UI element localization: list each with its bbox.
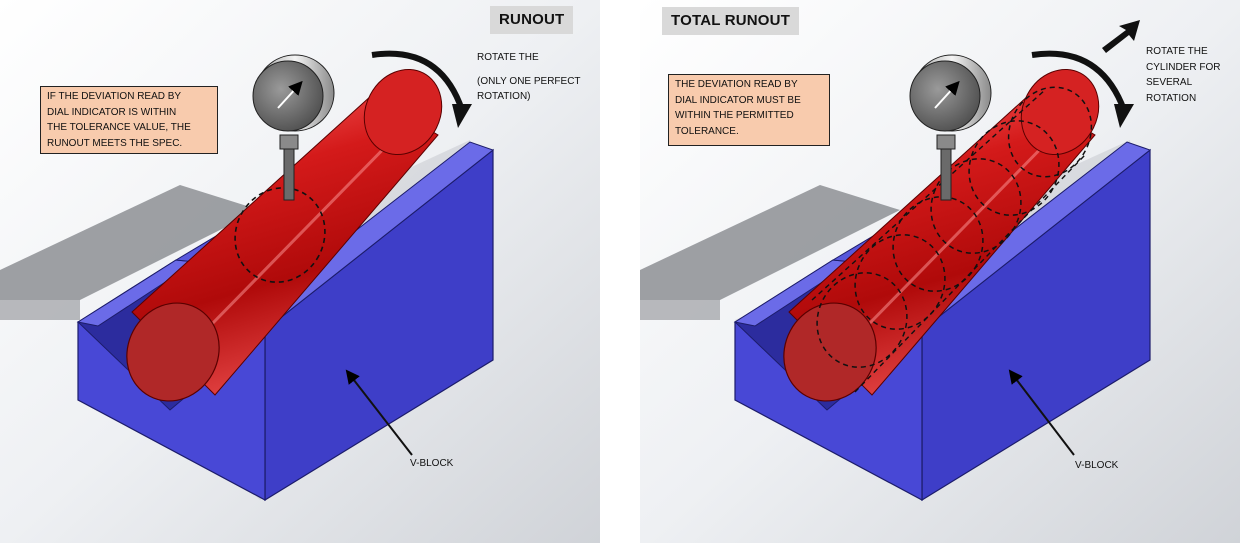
note-line: WITHIN THE PERMITTED: [675, 110, 794, 121]
note-line: THE TOLERANCE VALUE, THE: [47, 122, 191, 133]
note-box: THE DEVIATION READ BY DIAL INDICATOR MUS…: [668, 74, 830, 146]
curved-rotation-arrow-icon: [371, 50, 472, 128]
rotate-line: CYLINDER FOR: [1146, 61, 1221, 73]
shadow: [640, 300, 720, 320]
up-right-arrow-icon: [1102, 20, 1140, 53]
shadow: [0, 300, 80, 320]
left-panel-art: [0, 0, 600, 543]
note-line: DIAL INDICATOR MUST BE: [675, 94, 801, 106]
note-line: DIAL INDICATOR IS WITHIN: [47, 106, 177, 118]
measurement-circles: [816, 86, 1093, 368]
rotate-line: ROTATE THE: [1146, 46, 1208, 57]
cylinder: [126, 68, 443, 402]
note-line: TOLERANCE.: [675, 125, 739, 137]
curved-rotation-arrow-icon: [1031, 50, 1134, 128]
rotate-line: ROTATE THE: [477, 52, 539, 63]
panel-divider: [600, 0, 640, 543]
panel-title: TOTAL RUNOUT: [662, 7, 800, 35]
dial-indicator-icon: [252, 54, 335, 201]
v-block-arrow: [1008, 369, 1075, 456]
note-line: THE DEVIATION READ BY: [675, 79, 798, 90]
v-block-label: V-BLOCK: [410, 458, 454, 469]
rotate-line: ROTATION): [477, 91, 531, 102]
v-block-label: V-BLOCK: [1075, 460, 1119, 471]
rotate-line: ROTATION: [1146, 92, 1197, 104]
shadow: [0, 185, 260, 300]
rotate-instruction: ROTATE THE CYLINDER FOR SEVERAL ROTATION: [1146, 44, 1220, 106]
dial-indicator-icon: [909, 54, 992, 201]
shadow: [640, 185, 900, 300]
rotate-line: (ONLY ONE PERFECT: [477, 75, 581, 87]
note-line: IF THE DEVIATION READ BY: [47, 91, 182, 102]
v-block-arrow: [345, 369, 413, 456]
cylinder: [783, 68, 1100, 402]
right-panel-art: [640, 0, 1240, 543]
rotate-instruction: ROTATE THE (ONLY ONE PERFECT ROTATION): [477, 50, 581, 105]
note-box: IF THE DEVIATION READ BY DIAL INDICATOR …: [40, 86, 218, 154]
measurement-circle: [234, 187, 326, 283]
note-line: RUNOUT MEETS THE SPEC.: [47, 137, 183, 149]
panel-title: RUNOUT: [490, 6, 574, 34]
rotate-line: SEVERAL: [1146, 77, 1193, 88]
